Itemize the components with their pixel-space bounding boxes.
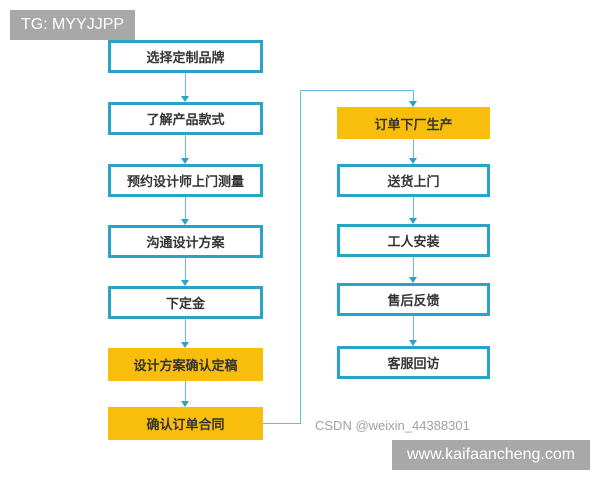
arrow-down-icon: [409, 158, 417, 164]
step-factory-production: 订单下厂生产: [337, 107, 490, 139]
step-book-measurement: 预约设计师上门测量: [108, 164, 263, 197]
connector: [300, 90, 414, 91]
connector: [413, 197, 414, 219]
connector: [185, 135, 186, 159]
step-learn-styles: 了解产品款式: [108, 102, 263, 135]
arrow-down-icon: [181, 342, 189, 348]
step-customer-follow-up: 客服回访: [337, 346, 490, 379]
credit-text: CSDN @weixin_44388301: [315, 418, 470, 433]
arrow-down-icon: [181, 401, 189, 407]
connector: [413, 90, 414, 102]
connector: [185, 319, 186, 343]
step-select-brand: 选择定制品牌: [108, 40, 263, 73]
arrow-down-icon: [409, 340, 417, 346]
arrow-down-icon: [409, 277, 417, 283]
watermark-top-left: TG: MYYJJPP: [10, 10, 135, 40]
watermark-bottom-right: www.kaifaancheng.com: [392, 440, 590, 470]
connector: [185, 197, 186, 220]
step-delivery: 送货上门: [337, 164, 490, 197]
arrow-down-icon: [181, 280, 189, 286]
arrow-down-icon: [181, 158, 189, 164]
step-pay-deposit: 下定金: [108, 286, 263, 319]
connector: [413, 139, 414, 159]
arrow-down-icon: [409, 101, 417, 107]
connector: [413, 257, 414, 278]
connector: [300, 90, 301, 424]
connector: [263, 423, 301, 424]
arrow-down-icon: [181, 96, 189, 102]
arrow-down-icon: [181, 219, 189, 225]
step-installation: 工人安装: [337, 224, 490, 257]
step-confirm-contract: 确认订单合同: [108, 407, 263, 440]
connector: [185, 381, 186, 402]
connector: [413, 316, 414, 341]
step-after-sales-feedback: 售后反馈: [337, 283, 490, 316]
step-confirm-design: 设计方案确认定稿: [108, 348, 263, 381]
connector: [185, 73, 186, 97]
connector: [185, 258, 186, 281]
arrow-down-icon: [409, 218, 417, 224]
step-discuss-design: 沟通设计方案: [108, 225, 263, 258]
